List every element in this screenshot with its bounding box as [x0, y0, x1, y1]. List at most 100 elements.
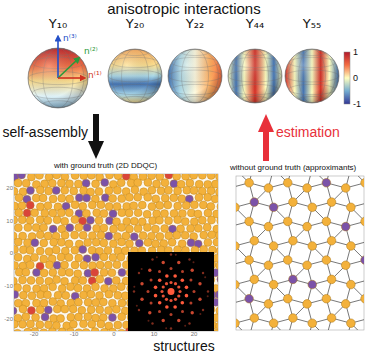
- particle: [57, 179, 65, 187]
- diffraction-peak: [193, 261, 195, 263]
- particle: [190, 201, 198, 209]
- particle: [41, 313, 49, 321]
- particle: [36, 306, 44, 314]
- particle: [52, 246, 60, 254]
- diffraction-peak: [177, 294, 180, 297]
- diffraction-peak: [185, 286, 189, 290]
- diffraction-peak: [136, 305, 138, 307]
- particle: [24, 224, 32, 232]
- tiling-particle: [264, 222, 273, 231]
- diffraction-peak: [207, 295, 209, 297]
- particle: [49, 195, 57, 203]
- particle: [195, 193, 203, 201]
- diffraction-peak: [174, 282, 177, 285]
- particle: [104, 261, 112, 269]
- diffraction-peak: [156, 256, 158, 258]
- diffraction-peak: [181, 278, 185, 282]
- tiling-particle: [327, 198, 336, 207]
- particle: [15, 194, 23, 202]
- axis-label: n⁽²⁾: [84, 46, 98, 56]
- particle: [86, 216, 94, 224]
- diffraction-peak: [158, 310, 161, 313]
- tiling-particle: [327, 314, 336, 323]
- particle: [134, 179, 142, 187]
- axis-label: n⁽¹⁾: [88, 70, 102, 80]
- particle: [80, 261, 88, 269]
- particle: [75, 329, 83, 331]
- particle: [61, 186, 69, 194]
- particle: [26, 216, 34, 224]
- diffraction-peak: [133, 286, 135, 288]
- diffraction-peak: [177, 285, 180, 288]
- figure-caption: structures: [153, 338, 214, 354]
- particle: [181, 218, 189, 226]
- diffraction-peak: [160, 290, 163, 293]
- particle: [61, 217, 69, 225]
- particle: [156, 201, 164, 209]
- arrow-label: self-assembly: [2, 124, 88, 141]
- particle: [168, 238, 176, 246]
- diffraction-peak: [141, 268, 143, 270]
- diffraction-peak: [140, 298, 143, 301]
- sphere-shading: [168, 49, 222, 103]
- tiling-particle: [250, 275, 259, 284]
- particle: [208, 231, 216, 239]
- particle: [173, 231, 181, 239]
- tiling-particle: [236, 319, 239, 328]
- particle: [24, 239, 32, 247]
- diffraction-peak: [169, 299, 172, 302]
- particle: [65, 209, 73, 217]
- colorbar-tick: -1: [353, 99, 361, 109]
- axis-tick: 20: [191, 331, 198, 338]
- diffraction-peak: [189, 279, 192, 282]
- particle: [26, 246, 34, 254]
- particle: [79, 245, 87, 253]
- particle: [138, 201, 146, 209]
- tiling-particle: [347, 319, 356, 328]
- particle: [18, 202, 26, 210]
- sphere-grid: [168, 49, 222, 103]
- particle: [92, 299, 100, 307]
- particle: [45, 247, 53, 255]
- tiling-particle: [347, 280, 356, 289]
- diffraction-peak: [188, 258, 190, 260]
- particle: [14, 245, 19, 253]
- tiling-frame: [236, 176, 364, 330]
- harmonic-label: Y₁₀: [49, 16, 67, 31]
- particle: [14, 284, 22, 292]
- particle: [49, 268, 57, 276]
- diffraction-inset: [128, 252, 214, 331]
- particle: [100, 239, 108, 247]
- particle: [92, 180, 100, 188]
- particle: [118, 195, 126, 203]
- diffraction-peak: [191, 311, 194, 314]
- particle: [118, 209, 126, 217]
- particle: [58, 194, 66, 202]
- particle: [80, 174, 88, 180]
- axis-tick: 0: [10, 250, 13, 257]
- particle: [44, 216, 52, 224]
- particle: [215, 188, 218, 196]
- sphere-grid: [285, 49, 339, 103]
- diffraction-peak: [148, 311, 151, 314]
- particle: [57, 238, 65, 246]
- axis-tick: -10: [4, 283, 13, 290]
- particle: [88, 320, 96, 328]
- diffraction-peaks: [133, 253, 209, 329]
- colorbar-tick: 1: [353, 47, 358, 57]
- sphere-shading: [285, 49, 339, 103]
- particle: [14, 179, 22, 187]
- particle: [164, 201, 172, 209]
- particle: [66, 224, 74, 232]
- diffraction-peak: [147, 290, 150, 293]
- particle: [53, 174, 61, 179]
- tiling-particle: [361, 256, 364, 265]
- particle: [216, 247, 218, 255]
- diffraction-peak: [193, 290, 196, 293]
- particle: [44, 321, 52, 329]
- particle: [41, 209, 49, 217]
- sphere-body: [108, 49, 162, 103]
- diffraction-peak: [140, 282, 143, 285]
- particle: [74, 180, 82, 188]
